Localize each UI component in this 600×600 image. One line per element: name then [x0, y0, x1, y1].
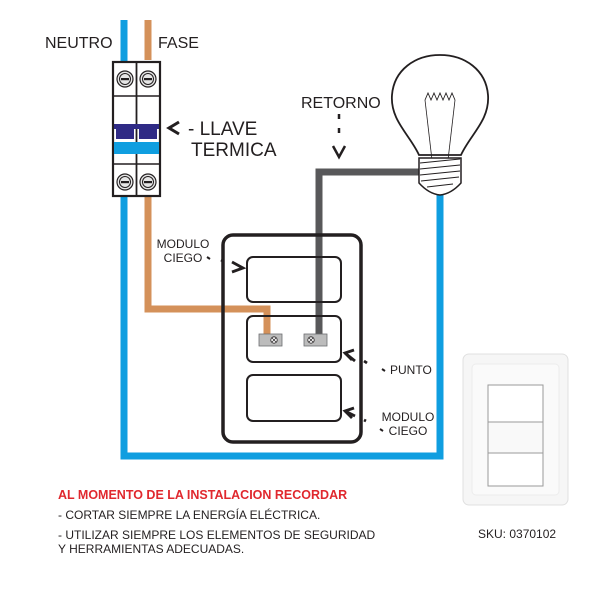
breaker-screw	[116, 173, 134, 191]
terminal-screw	[258, 333, 283, 347]
pointer-arrow-icon	[342, 348, 368, 365]
llave-termica-label-line1: - LLAVE	[188, 119, 258, 140]
modulo-ciego-top-label-line1: MODULO	[156, 237, 210, 251]
pointer-arrow-icon	[342, 406, 367, 423]
retorno-label: RETORNO	[301, 95, 381, 112]
module-blank-top	[246, 256, 342, 303]
modulo-ciego-top-label-line2: CIEGO	[163, 251, 203, 265]
switch-plate	[221, 233, 363, 444]
modulo-ciego-bottom-label-line2: CIEGO	[388, 424, 428, 438]
wall-switch-icon	[462, 353, 569, 506]
phase-wire	[144, 20, 271, 336]
notes-title: AL MOMENTO DE LA INSTALACION RECORDAR	[58, 488, 348, 502]
punto-label: PUNTO	[390, 363, 432, 377]
module-blank-bottom	[246, 374, 342, 422]
modulo-ciego-bottom-label-line1: MODULO	[381, 410, 435, 424]
label-tick	[206, 256, 386, 432]
module-point	[246, 315, 342, 363]
pointer-arrow-icon	[220, 258, 247, 274]
retorno-arrow-icon	[331, 114, 347, 160]
llave-termica-arrow-icon	[166, 120, 180, 136]
breaker-screw	[116, 70, 134, 88]
neutral-wire	[120, 20, 444, 460]
breaker-screw	[139, 70, 157, 88]
circuit-breaker-icon	[111, 60, 162, 198]
notes-item: - CORTAR SIEMPRE LA ENERGÍA ELÉCTRICA.	[58, 508, 321, 522]
breaker-screw	[139, 173, 157, 191]
llave-termica-label-line2: TERMICA	[191, 140, 277, 161]
sku-label: SKU: 0370102	[478, 527, 557, 541]
installation-notes: AL MOMENTO DE LA INSTALACION RECORDAR - …	[58, 488, 378, 562]
fase-label: FASE	[158, 35, 199, 52]
light-bulb-icon	[391, 54, 489, 196]
terminal-screw	[303, 333, 328, 347]
neutro-label: NEUTRO	[45, 35, 113, 52]
return-wire	[315, 168, 420, 336]
notes-item: - UTILIZAR SIEMPRE LOS ELEMENTOS DE SEGU…	[58, 528, 376, 556]
